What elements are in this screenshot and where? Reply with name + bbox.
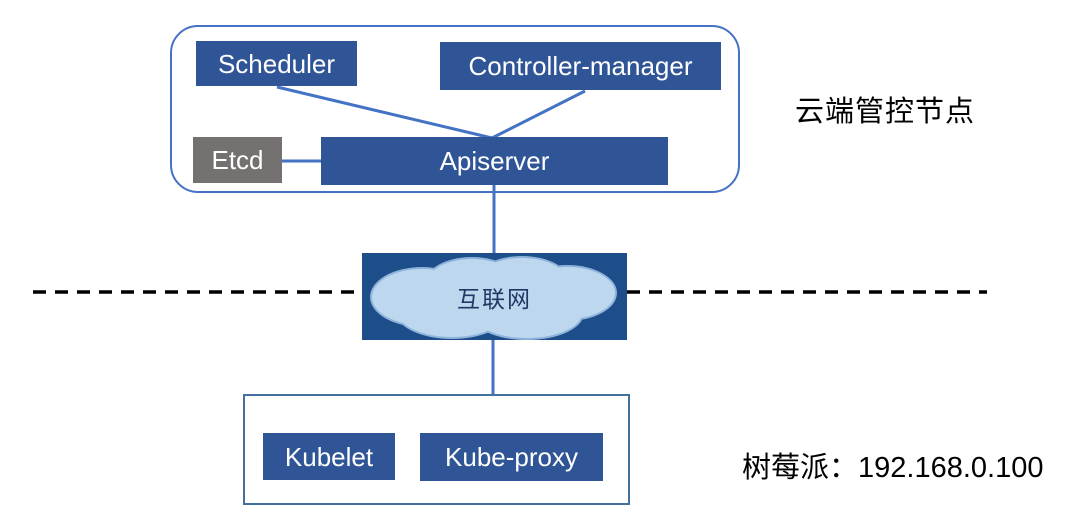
node-scheduler-label: Scheduler [217, 48, 336, 79]
node-kubelet: Kubelet [263, 433, 395, 480]
edge-group-container [243, 394, 630, 505]
cloud-icon [370, 256, 617, 340]
internet-label: 互联网 [457, 286, 532, 312]
node-controller-manager-label: Controller-manager [468, 51, 693, 81]
node-controller-manager: Controller-manager [440, 42, 721, 90]
node-kubelet-label: Kubelet [284, 441, 374, 472]
edge-controller-manager-apiserver [491, 89, 586, 140]
cloud-group-caption: 云端管控节点 [795, 96, 976, 128]
cloud-group-container [170, 25, 740, 193]
internet-node: 互联网 [362, 253, 627, 340]
edge-scheduler-apiserver [276, 85, 493, 140]
cloud-fill-shape [372, 258, 615, 338]
node-scheduler: Scheduler [196, 41, 357, 86]
node-apiserver: Apiserver [321, 137, 668, 185]
node-kube-proxy: Kube-proxy [420, 433, 603, 481]
edge-group-caption: 树莓派：192.168.0.100 [742, 452, 1044, 484]
node-apiserver-label: Apiserver [439, 146, 550, 176]
node-etcd: Etcd [193, 137, 282, 183]
node-etcd-label: Etcd [211, 145, 264, 175]
node-kube-proxy-label: Kube-proxy [445, 442, 578, 472]
